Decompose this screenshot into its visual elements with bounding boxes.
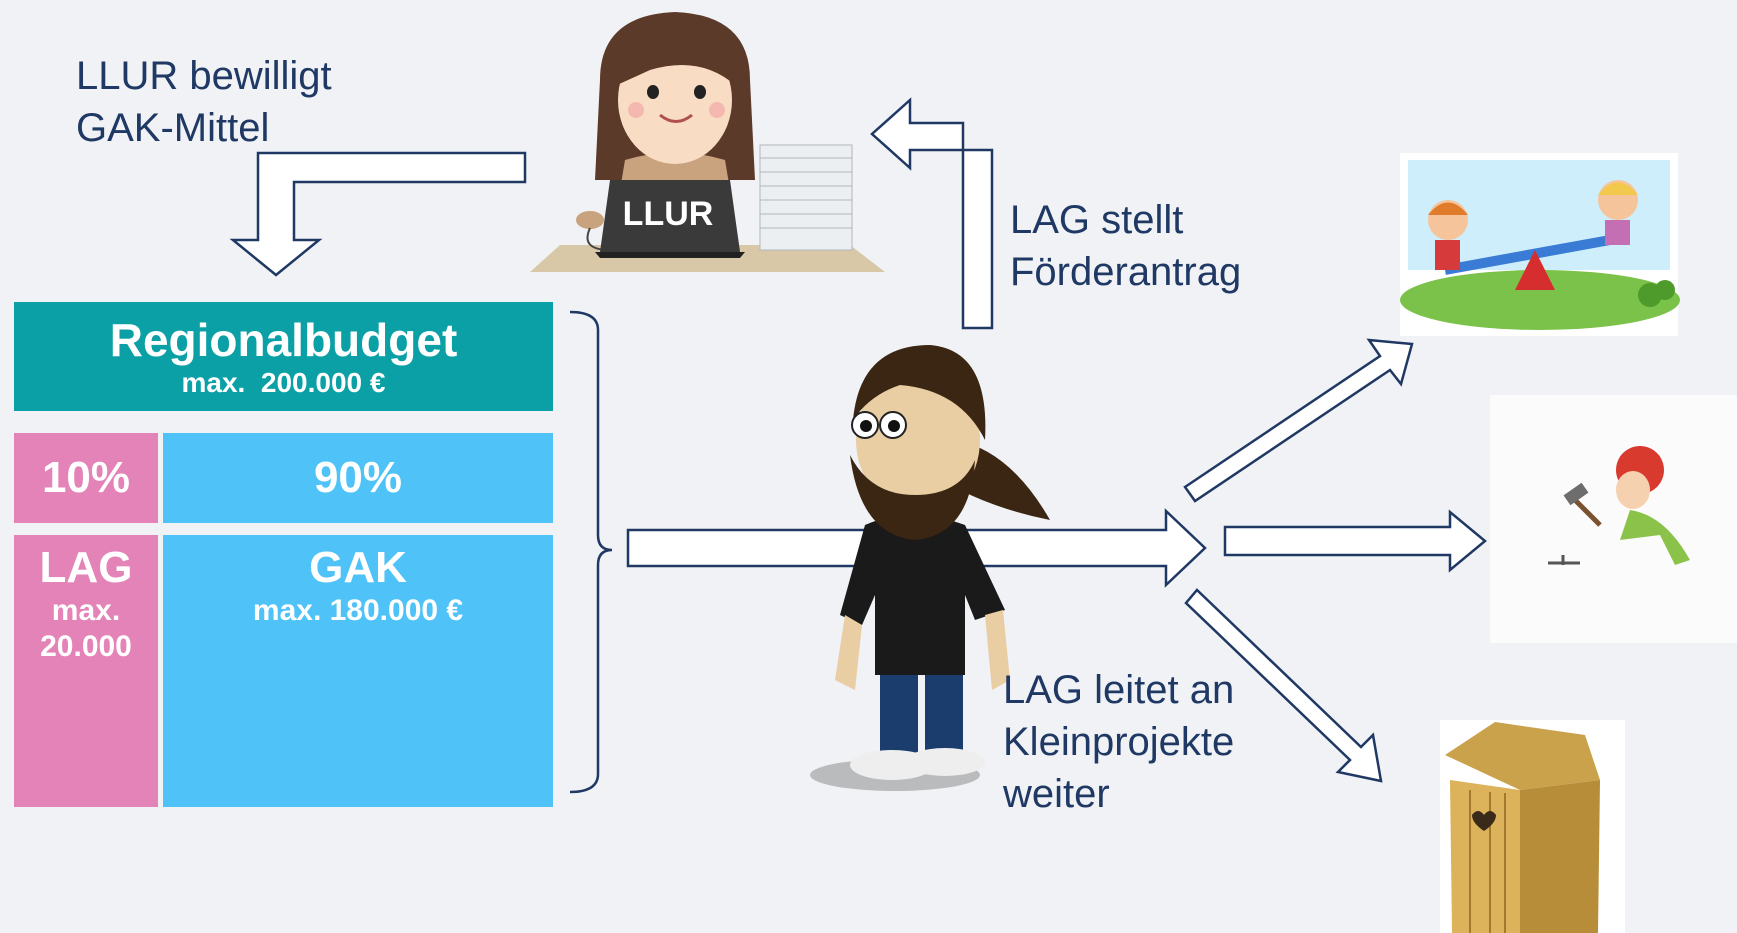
caption-leitet-line3: weiter	[1003, 772, 1110, 816]
gak-max: max. 180.000 €	[252, 594, 464, 627]
woman-hammering-icon	[1490, 395, 1737, 643]
gak-percent-box: 90%	[163, 433, 553, 523]
arrow-to-hammer-project	[1223, 509, 1487, 573]
caption-antrag-line2: Förderantrag	[1010, 250, 1242, 294]
gak-share-box: GAK max. 180.000 €	[163, 535, 553, 807]
wooden-outhouse-icon	[1440, 720, 1625, 933]
gak-name: GAK	[309, 543, 407, 592]
caption-llur-line2: GAK-Mittel	[76, 106, 270, 150]
woman-at-laptop-icon	[530, 12, 885, 272]
bearded-man-icon	[810, 345, 1050, 791]
gak-percent: 90%	[313, 453, 403, 502]
caption-lag-stellt-antrag: LAG stellt Förderantrag	[1010, 194, 1241, 298]
caption-leitet-line2: Kleinprojekte	[1003, 720, 1235, 764]
budget-bracket	[569, 310, 613, 794]
caption-llur-bewilligt: LLUR bewilligt GAK-Mittel	[76, 50, 332, 154]
regionalbudget-title: Regionalbudget	[109, 314, 458, 366]
caption-antrag-line1: LAG stellt	[1010, 198, 1184, 242]
caption-leitet-line1: LAG leitet an	[1003, 668, 1235, 712]
arrow-llur-to-budget	[229, 151, 527, 277]
laptop-label: LLUR	[623, 195, 714, 233]
lag-name: LAG	[39, 543, 133, 592]
lag-max-value: 20.000	[40, 630, 132, 663]
arrow-lag-to-llur	[870, 97, 994, 330]
caption-llur-line1: LLUR bewilligt	[76, 54, 332, 98]
caption-lag-leitet-weiter: LAG leitet an Kleinprojekte weiter	[1003, 664, 1234, 820]
lag-max-label: max.	[51, 594, 121, 627]
regionalbudget-max: max. 200.000 €	[181, 367, 386, 398]
arrow-to-outhouse-project	[1184, 588, 1383, 783]
lag-share-box: LAG max. 20.000	[14, 535, 158, 807]
lag-percent-box: 10%	[14, 433, 158, 523]
lag-percent: 10%	[41, 453, 131, 502]
seesaw-kids-icon	[1400, 153, 1680, 336]
regionalbudget-box: Regionalbudget max. 200.000 €	[14, 302, 553, 411]
arrow-to-seesaw-project	[1183, 338, 1414, 503]
